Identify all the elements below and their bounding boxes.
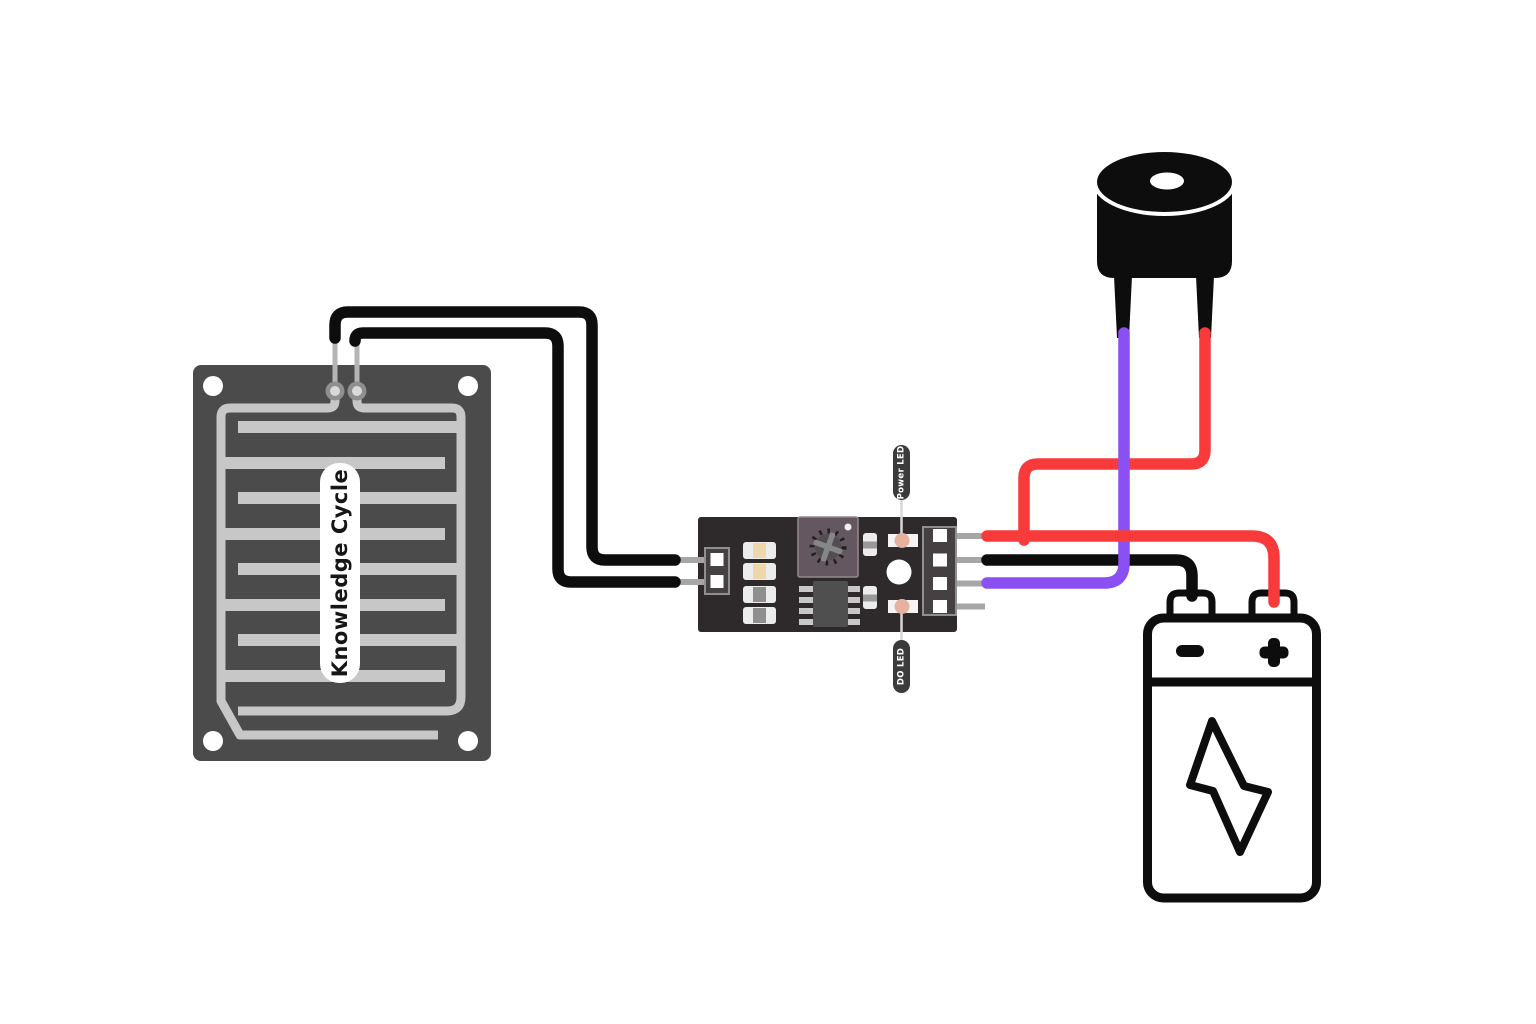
power-wires bbox=[981, 327, 1280, 608]
right-connector-pad bbox=[933, 577, 947, 590]
module-right-pin-ao bbox=[947, 603, 985, 610]
minus-icon bbox=[1176, 645, 1204, 657]
plate-pin-right bbox=[354, 340, 360, 391]
buzzer bbox=[1092, 148, 1237, 338]
ic-pin bbox=[846, 586, 860, 592]
ic-pin bbox=[799, 597, 813, 603]
potentiometer-slot bbox=[813, 532, 843, 562]
buzzer-lead-left bbox=[1114, 276, 1132, 338]
trace-left-electrode bbox=[216, 391, 438, 740]
mounting-hole bbox=[458, 731, 478, 751]
right-connector-pad bbox=[933, 529, 947, 542]
ic-pin bbox=[799, 586, 813, 592]
do-led-label: DO LED bbox=[897, 648, 907, 685]
plate-label: Knowledge Cycle bbox=[328, 469, 352, 678]
ic-pin bbox=[846, 597, 860, 603]
right-connector-pad bbox=[933, 553, 947, 567]
ic-body bbox=[813, 581, 848, 627]
smd-capacitor-band bbox=[863, 541, 877, 549]
left-connector-pad bbox=[710, 553, 724, 566]
solder-pad-center bbox=[330, 386, 340, 396]
smd-led-1-body bbox=[753, 543, 766, 558]
plate-pin-left bbox=[332, 340, 338, 391]
sensor-wire-1 bbox=[329, 306, 681, 566]
trace-right-electrode bbox=[238, 391, 466, 716]
mounting-hole bbox=[203, 731, 223, 751]
sensor-wire-2 bbox=[349, 327, 681, 588]
do-led-label-pill bbox=[893, 640, 910, 693]
mounting-hole bbox=[203, 376, 223, 396]
wire-black-gnd bbox=[981, 554, 1198, 602]
module-left-pin-2 bbox=[673, 579, 711, 585]
rain-sensor-plate: Knowledge Cycle bbox=[193, 340, 491, 761]
module-right-pin-gnd bbox=[947, 557, 985, 563]
wire-purple-signal bbox=[981, 327, 1130, 589]
potentiometer bbox=[797, 516, 859, 578]
sensor-wires bbox=[329, 306, 681, 588]
left-connector-pad bbox=[710, 575, 724, 588]
plate-label-pill bbox=[320, 463, 360, 683]
buzzer-lead-right bbox=[1196, 276, 1214, 338]
module-mounting-hole bbox=[886, 559, 912, 585]
ic-pin bbox=[846, 608, 860, 614]
smd-resistor-1-body bbox=[753, 587, 766, 602]
ic-chip bbox=[799, 581, 860, 627]
battery bbox=[1143, 589, 1321, 903]
module-left-pin-1 bbox=[673, 557, 711, 563]
buzzer-sound-hole bbox=[1150, 172, 1184, 190]
ic-pin bbox=[799, 619, 813, 625]
module-right-pin-do bbox=[947, 580, 985, 587]
wire-red-vcc bbox=[981, 530, 1280, 608]
module-right-pin-vcc bbox=[947, 533, 985, 539]
lightning-bolt-icon bbox=[1186, 717, 1272, 856]
buzzer-body bbox=[1097, 191, 1232, 278]
solder-pad-center bbox=[352, 386, 362, 396]
mounting-hole bbox=[458, 376, 478, 396]
ic-pin bbox=[799, 608, 813, 614]
potentiometer-teeth bbox=[809, 528, 847, 566]
power-led-label: Power LED bbox=[897, 446, 907, 500]
smd-led-2-body bbox=[753, 564, 766, 579]
wire-red-buzzer bbox=[1018, 327, 1211, 546]
sensor-module: Power LED DO LED bbox=[673, 445, 985, 693]
right-connector-pad bbox=[933, 600, 947, 613]
plus-icon bbox=[1259, 638, 1289, 667]
do-led bbox=[894, 599, 910, 614]
power-led bbox=[894, 533, 910, 548]
potentiometer-marker-dot bbox=[844, 523, 852, 531]
smd-capacitor-band bbox=[863, 594, 877, 602]
smd-components bbox=[743, 542, 776, 624]
smd-resistor-2-body bbox=[753, 608, 766, 623]
power-led-label-pill bbox=[893, 445, 910, 500]
ic-pin bbox=[846, 619, 860, 625]
